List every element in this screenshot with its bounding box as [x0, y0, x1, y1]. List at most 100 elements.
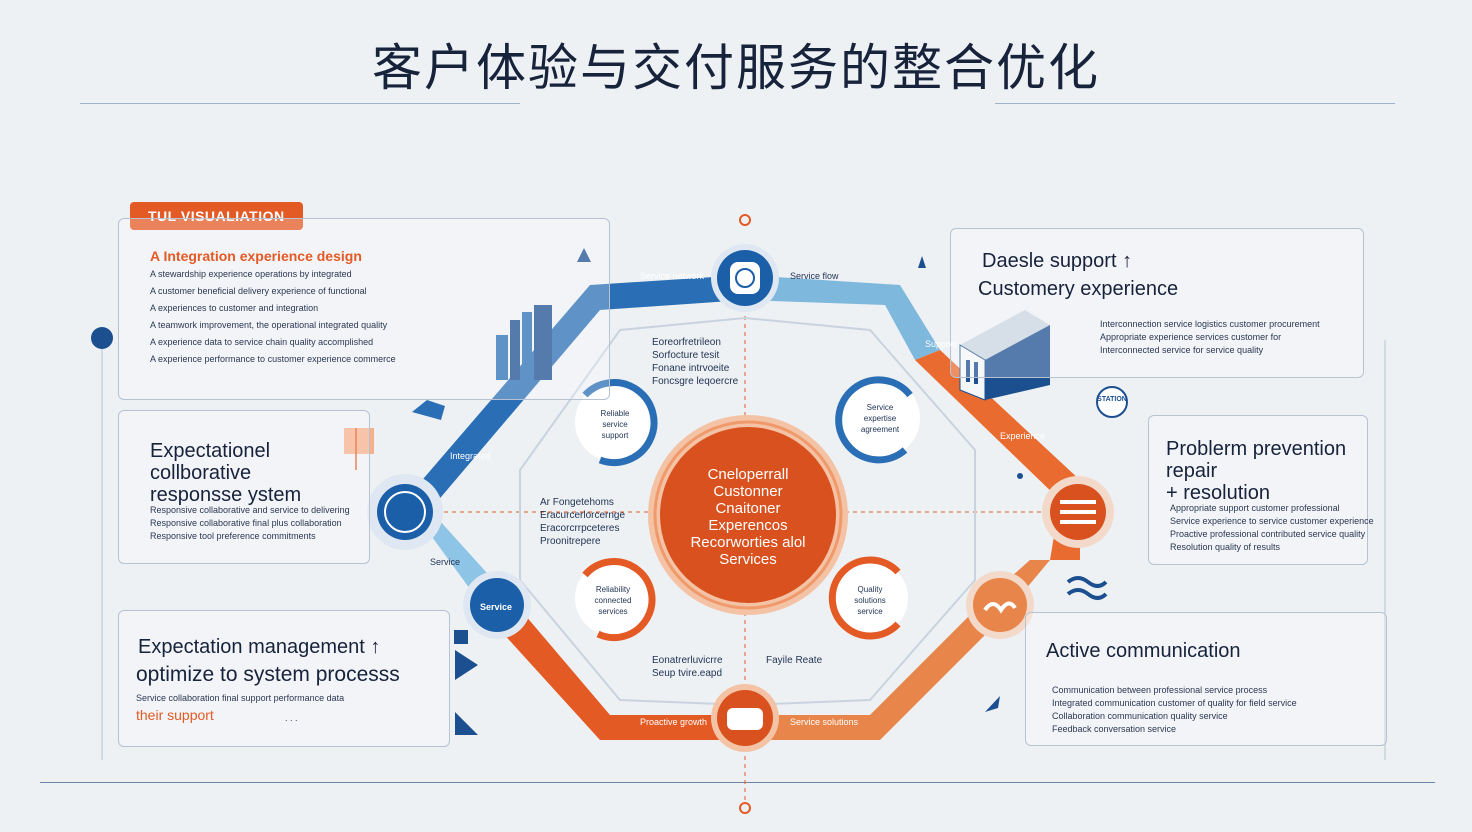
inner-mid-block: Ar Fongetehoms Eracurcerlorcernge Eracor…: [540, 496, 625, 548]
list-item: Integrated communication customer of qua…: [1052, 698, 1297, 708]
right-bottom-panel: [1025, 612, 1387, 746]
inner-mid-line: Eracorcrrpceteres: [540, 523, 620, 534]
left-bottom-panel: [118, 610, 450, 747]
right-bottom-heading: Active communication: [1046, 640, 1241, 662]
left-bottom-line-2: optimize to system processs: [136, 663, 400, 686]
circle-text-line: service: [602, 420, 628, 429]
ring-label-right: Experience: [1000, 431, 1046, 441]
inner-bottom-block: Eonatrerluvicrre Seup tvire.eapd: [652, 654, 723, 680]
left-bottom-line-1: Expectation management ↑: [138, 636, 381, 658]
inner-top-line: Fonane intrvoeite: [652, 363, 730, 374]
circle-arc-top-left: [575, 379, 658, 467]
left-top-list: A stewardship experience operations by i…: [150, 266, 396, 368]
pin-bottom: [739, 802, 751, 814]
node-left-label: Service: [480, 602, 513, 612]
node-left: [367, 474, 443, 550]
circle-text-line: Reliability: [595, 585, 631, 594]
right-top-details: Interconnection service logistics custom…: [1100, 318, 1320, 357]
left-mid-line-3: responsse ystem: [150, 484, 302, 506]
triangle-deco-3: [455, 712, 478, 735]
inner-bottom-line: Eonatrerluvicrre: [652, 655, 723, 666]
inner-top-line: Eoreorfretrileon: [652, 337, 721, 348]
list-item: Responsive collaborative and service to …: [150, 505, 350, 515]
circle-text-line: services: [598, 607, 628, 616]
right-top-line-1: Daesle support ↑: [982, 250, 1133, 272]
ring-label-upper-right: Support: [925, 339, 957, 349]
node-bottom: [711, 684, 779, 752]
right-mid-details: Appropriate support customer professiona…: [1170, 502, 1374, 554]
list-item: Feedback conversation service: [1052, 724, 1177, 734]
circle-arc-bottom-left: [575, 558, 656, 642]
center-line: Cneloperrall: [707, 466, 789, 483]
center-text: Cneloperrall Custonner Cnaitoner Experen…: [668, 466, 828, 568]
left-bottom-orange: their support: [136, 707, 214, 723]
circle-br-text: Quality solutions service: [835, 584, 905, 617]
circle-text-line: Reliable: [600, 409, 630, 418]
inner-top-line: Sorfocture tesit: [652, 350, 720, 361]
list-item: Service experience to service customer e…: [1170, 516, 1374, 526]
list-item: A experience data to service chain quali…: [150, 337, 374, 347]
inner-mid-line: Proonitrepere: [540, 536, 601, 547]
pin-top: [739, 214, 751, 226]
list-item: Responsive tool preference commitments: [150, 531, 316, 541]
ring-label-left: Integrated: [450, 451, 491, 461]
bottom-rule: [40, 782, 1435, 783]
inner-top-line: Foncsgre leqoercre: [652, 376, 739, 387]
circle-text-line: expertise: [863, 414, 897, 423]
list-item: A customer beneficial delivery experienc…: [150, 286, 367, 296]
triangle-deco-2: [455, 650, 478, 680]
triangle-deco: [577, 248, 591, 262]
band-top-right: [745, 275, 940, 360]
inner-mid-line: Ar Fongetehoms: [540, 497, 614, 508]
inner-top-block: Eoreorfretrileon Sorfocture tesit Fonane…: [652, 336, 738, 388]
dot-left: [91, 327, 113, 349]
circle-text-line: service: [857, 607, 883, 616]
station-badge-icon: [1096, 386, 1128, 418]
left-mid-details: Responsive collaborative and service to …: [150, 504, 350, 543]
building-left-graphic: [496, 305, 552, 380]
circle-text-line: solutions: [854, 596, 886, 605]
list-item: Collaboration communication quality serv…: [1052, 711, 1228, 721]
circle-bl-text: Reliability connected services: [578, 584, 648, 617]
circle-tl-text: Reliable service support: [580, 408, 650, 441]
center-line: Cnaitoner: [715, 500, 781, 517]
arrow-deco: [985, 696, 1000, 712]
list-item: Appropriate experience services customer…: [1100, 332, 1282, 342]
left-mid-line-1: Expectationel: [150, 440, 271, 462]
right-bottom-details: Communication between professional servi…: [1052, 684, 1297, 736]
left-bottom-detail: Service collaboration final support perf…: [136, 693, 345, 703]
node-lower-left: [463, 571, 531, 639]
ring-label-lower-left: Service: [430, 557, 461, 567]
ring-label-bottom-right: Service solutions: [790, 717, 859, 727]
inner-bottom-right: Fayile Reate: [766, 655, 823, 666]
ring-label-top-left: Service network: [640, 271, 705, 281]
node-top: [711, 244, 779, 312]
circle-text-line: connected: [594, 596, 632, 605]
list-item: A experience performance to customer exp…: [150, 354, 396, 364]
ring-label-bottom-left: Proactive growth: [640, 717, 708, 727]
station-badge-label: STATION: [1097, 396, 1127, 403]
list-item: A stewardship experience operations by i…: [150, 269, 352, 279]
left-mid-panel: [118, 410, 370, 564]
circle-arc-top-right: [835, 376, 920, 464]
list-item: Interconnection service logistics custom…: [1100, 319, 1320, 329]
list-item: Proactive professional contributed servi…: [1170, 529, 1366, 539]
circle-text-line: Quality: [857, 585, 883, 594]
list-item: Appropriate support customer professiona…: [1170, 503, 1340, 513]
right-top-panel: [950, 228, 1364, 378]
center-circle: [660, 427, 836, 603]
circle-arc-bottom-right: [828, 556, 908, 640]
left-bottom-dots: . . .: [285, 713, 298, 723]
right-mid-line-2: repair: [1166, 460, 1218, 482]
circle-tr-text: Service expertise agreement: [845, 402, 915, 435]
right-top-line-2: Customery experience: [978, 278, 1179, 300]
title-rule-left: [80, 103, 520, 104]
left-mid-line-2: collborative: [150, 462, 252, 484]
list-item: Communication between professional servi…: [1052, 685, 1268, 695]
right-mid-panel: [1148, 415, 1368, 565]
right-mid-line-1: Problerm prevention: [1166, 438, 1347, 460]
list-item: A experiences to customer and integratio…: [150, 303, 319, 313]
wave-deco: [1066, 576, 1108, 600]
ring-label-top-right: Service flow: [790, 271, 839, 281]
